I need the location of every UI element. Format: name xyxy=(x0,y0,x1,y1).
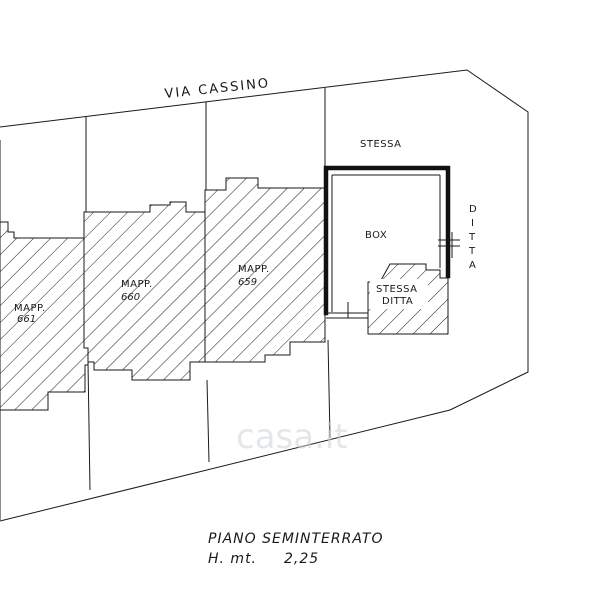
mapp-660-label: MAPP. xyxy=(121,279,153,290)
svg-text:A: A xyxy=(469,260,476,271)
lot-dividers xyxy=(85,88,331,491)
box-door xyxy=(438,232,460,258)
watermark-logo: casa.it xyxy=(236,417,348,457)
svg-text:T: T xyxy=(468,232,476,243)
stessa-ditta-label-1: STESSA xyxy=(376,284,418,295)
mapp-661-number: 661 xyxy=(17,314,36,325)
mapp-659-number: 659 xyxy=(238,277,257,288)
parcel-661-block xyxy=(0,221,89,411)
parcel-659-block xyxy=(204,177,326,363)
mapp-660-number: 660 xyxy=(121,292,140,303)
floor-title: PIANO SEMINTERRATO xyxy=(208,531,384,547)
svg-text:D: D xyxy=(469,204,477,215)
street-name: VIA CASSINO xyxy=(164,76,271,102)
parcel-660-block xyxy=(83,201,206,381)
box-walls xyxy=(323,165,451,316)
mapp-661-label: MAPP. xyxy=(14,303,46,314)
site-boundary xyxy=(0,69,529,522)
stessa-ditta-label-2: DITTA xyxy=(382,296,413,307)
box-label: BOX xyxy=(365,230,387,241)
ditta-vertical-label: D I T T A xyxy=(468,204,477,271)
stessa-ditta-label-bg xyxy=(370,279,428,309)
svg-text:T: T xyxy=(468,246,476,257)
height-label: H. mt. xyxy=(208,551,257,567)
mapp-659-label: MAPP. xyxy=(238,264,270,275)
box-inner-lines xyxy=(326,174,441,319)
height-value: 2,25 xyxy=(284,551,319,567)
stessa-top-label: STESSA xyxy=(360,139,402,150)
svg-text:I: I xyxy=(471,218,474,229)
